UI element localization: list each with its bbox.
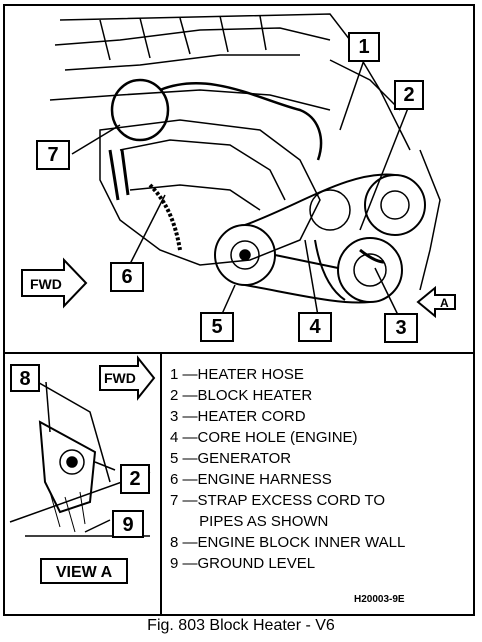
view-divider bbox=[160, 352, 162, 616]
legend-item: PIPES AS SHOWN bbox=[170, 513, 329, 530]
figure-frame bbox=[3, 4, 475, 616]
legend-item: 4 —CORE HOLE (ENGINE) bbox=[170, 429, 358, 446]
legend-item: 9 —GROUND LEVEL bbox=[170, 555, 316, 572]
callout-2: 2 bbox=[394, 80, 424, 110]
drawing-code: H20003-9E bbox=[354, 594, 405, 605]
callout-1: 1 bbox=[348, 32, 380, 62]
callout-4: 4 bbox=[298, 312, 332, 342]
view-a-illustration bbox=[9, 355, 156, 537]
legend: 1 —HEATER HOSE 2 —BLOCK HEATER 3 —HEATER… bbox=[170, 364, 405, 574]
callout-6: 6 bbox=[110, 262, 144, 292]
view-a-label: VIEW A bbox=[40, 558, 128, 584]
fwd-arrow-main bbox=[21, 257, 88, 309]
legend-item: 8 —ENGINE BLOCK INNER WALL bbox=[170, 534, 406, 551]
callout-2-view: 2 bbox=[120, 464, 150, 494]
legend-item: 6 —ENGINE HARNESS bbox=[170, 471, 332, 488]
legend-item: 3 —HEATER CORD bbox=[170, 408, 306, 425]
callout-9: 9 bbox=[112, 510, 144, 538]
section-divider bbox=[3, 352, 475, 354]
figure-caption: Fig. 803 Block Heater - V6 bbox=[147, 617, 335, 634]
fwd-label-main: FWD bbox=[30, 276, 62, 292]
view-a-arrow bbox=[416, 285, 456, 319]
legend-item: 1 —HEATER HOSE bbox=[170, 366, 304, 383]
fwd-label-view: FWD bbox=[104, 370, 136, 386]
callout-7: 7 bbox=[36, 140, 70, 170]
legend-item: 5 —GENERATOR bbox=[170, 450, 292, 467]
callout-8: 8 bbox=[10, 364, 40, 392]
engine-illustration: A bbox=[21, 13, 456, 319]
fwd-arrow-view bbox=[99, 355, 156, 401]
callout-3: 3 bbox=[384, 313, 418, 343]
callout-5: 5 bbox=[200, 312, 234, 342]
legend-item: 2 —BLOCK HEATER bbox=[170, 387, 313, 404]
svg-text:A: A bbox=[440, 296, 449, 310]
legend-item: 7 —STRAP EXCESS CORD TO bbox=[170, 492, 386, 509]
